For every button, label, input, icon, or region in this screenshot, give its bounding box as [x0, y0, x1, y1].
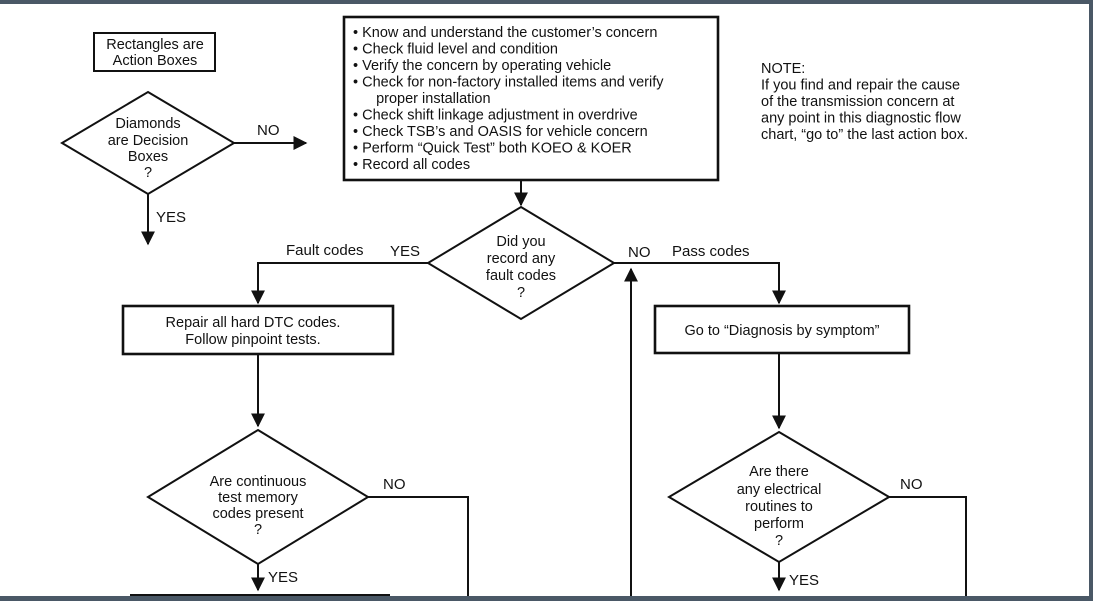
fault-codes-diamond	[426, 205, 616, 321]
fault-codes-branch-label: Fault codes	[286, 242, 364, 259]
start-item: proper installation	[364, 91, 491, 107]
symptom-text: Go to “Diagnosis by symptom”	[684, 323, 879, 339]
continuous-line-3: codes present	[212, 506, 303, 522]
electrical-line-5: ?	[775, 533, 783, 549]
repair-action-box: Repair all hard DTC codes. Follow pinpoi…	[121, 304, 395, 356]
continuous-yes-label: YES	[268, 569, 298, 586]
electrical-yes-label: YES	[789, 572, 819, 589]
fault-no-label: NO	[628, 244, 651, 261]
legend-yes-label: YES	[156, 209, 186, 226]
start-item: • Verify the concern by operating vehicl…	[353, 58, 611, 74]
note-line: any point in this diagnostic flow	[761, 111, 961, 127]
legend-no-label: NO	[257, 122, 280, 139]
window-top-border	[0, 0, 1093, 4]
note-title: NOTE:	[761, 61, 805, 77]
legend: Rectangles are Action Boxes Diamonds are…	[60, 32, 308, 246]
start-action-box: • Know and understand the customer’s con…	[342, 15, 720, 182]
note-line: chart, “go to” the last action box.	[761, 127, 968, 143]
legend-rect-line-1: Rectangles are	[106, 37, 204, 53]
fault-decision-line-1: Did you	[496, 234, 545, 250]
legend-diamond-line-2: are Decision	[108, 133, 189, 149]
start-item: • Check shift linkage adjustment in over…	[353, 108, 638, 124]
legend-action-box	[93, 32, 216, 72]
fault-codes-decision: Did you record any fault codes ?	[426, 205, 616, 321]
arrow-fault-no	[614, 262, 786, 305]
note-line: of the transmission concern at	[761, 94, 954, 110]
legend-diamond-line-1: Diamonds	[115, 116, 180, 132]
fault-yes-label: YES	[390, 243, 420, 260]
electrical-line-3: routines to	[745, 499, 813, 515]
note-line: If you find and repair the cause	[761, 78, 960, 94]
electrical-line-4: perform	[754, 516, 804, 532]
continuous-line-2: test memory	[218, 490, 299, 506]
electrical-no-label: NO	[900, 476, 923, 493]
continuous-line-4: ?	[254, 522, 262, 538]
continuous-no-line	[368, 496, 469, 596]
start-item: • Know and understand the customer’s con…	[353, 25, 657, 41]
legend-diamond-line-3: Boxes	[128, 149, 168, 165]
symptom-action-box: Go to “Diagnosis by symptom”	[653, 304, 911, 355]
repair-line-2: Follow pinpoint tests.	[185, 332, 320, 348]
window-right-border	[1089, 0, 1093, 601]
start-item: • Perform “Quick Test” both KOEO & KOER	[353, 141, 632, 157]
electrical-line-2: any electrical	[737, 482, 822, 498]
pass-codes-branch-label: Pass codes	[672, 243, 750, 260]
start-item: • Check for non-factory installed items …	[353, 75, 664, 91]
legend-rect-line-2: Action Boxes	[113, 53, 198, 69]
repair-line-1: Repair all hard DTC codes.	[166, 315, 341, 331]
electrical-routines-decision: Are there any electrical routines to per…	[667, 430, 891, 564]
fault-decision-line-3: fault codes	[486, 268, 556, 284]
continuous-no-label: NO	[383, 476, 406, 493]
legend-diamond-line-4: ?	[144, 165, 152, 181]
start-item: • Record all codes	[353, 157, 470, 173]
fault-decision-line-2: record any	[487, 251, 556, 267]
electrical-line-1: Are there	[749, 464, 809, 480]
start-box-frame	[342, 15, 720, 182]
window-bottom-border	[0, 596, 1093, 601]
fault-decision-line-4: ?	[517, 285, 525, 301]
start-item: • Check fluid level and condition	[353, 42, 558, 58]
note: NOTE: If you find and repair the cause o…	[761, 61, 968, 143]
arrow-fault-yes	[251, 262, 428, 305]
continuous-codes-decision: Are continuous test memory codes present…	[146, 428, 370, 566]
start-item: • Check TSB’s and OASIS for vehicle conc…	[353, 124, 648, 140]
continuous-line-1: Are continuous	[210, 474, 307, 490]
symptom-box-frame	[653, 304, 911, 355]
electrical-no-line	[889, 496, 967, 596]
